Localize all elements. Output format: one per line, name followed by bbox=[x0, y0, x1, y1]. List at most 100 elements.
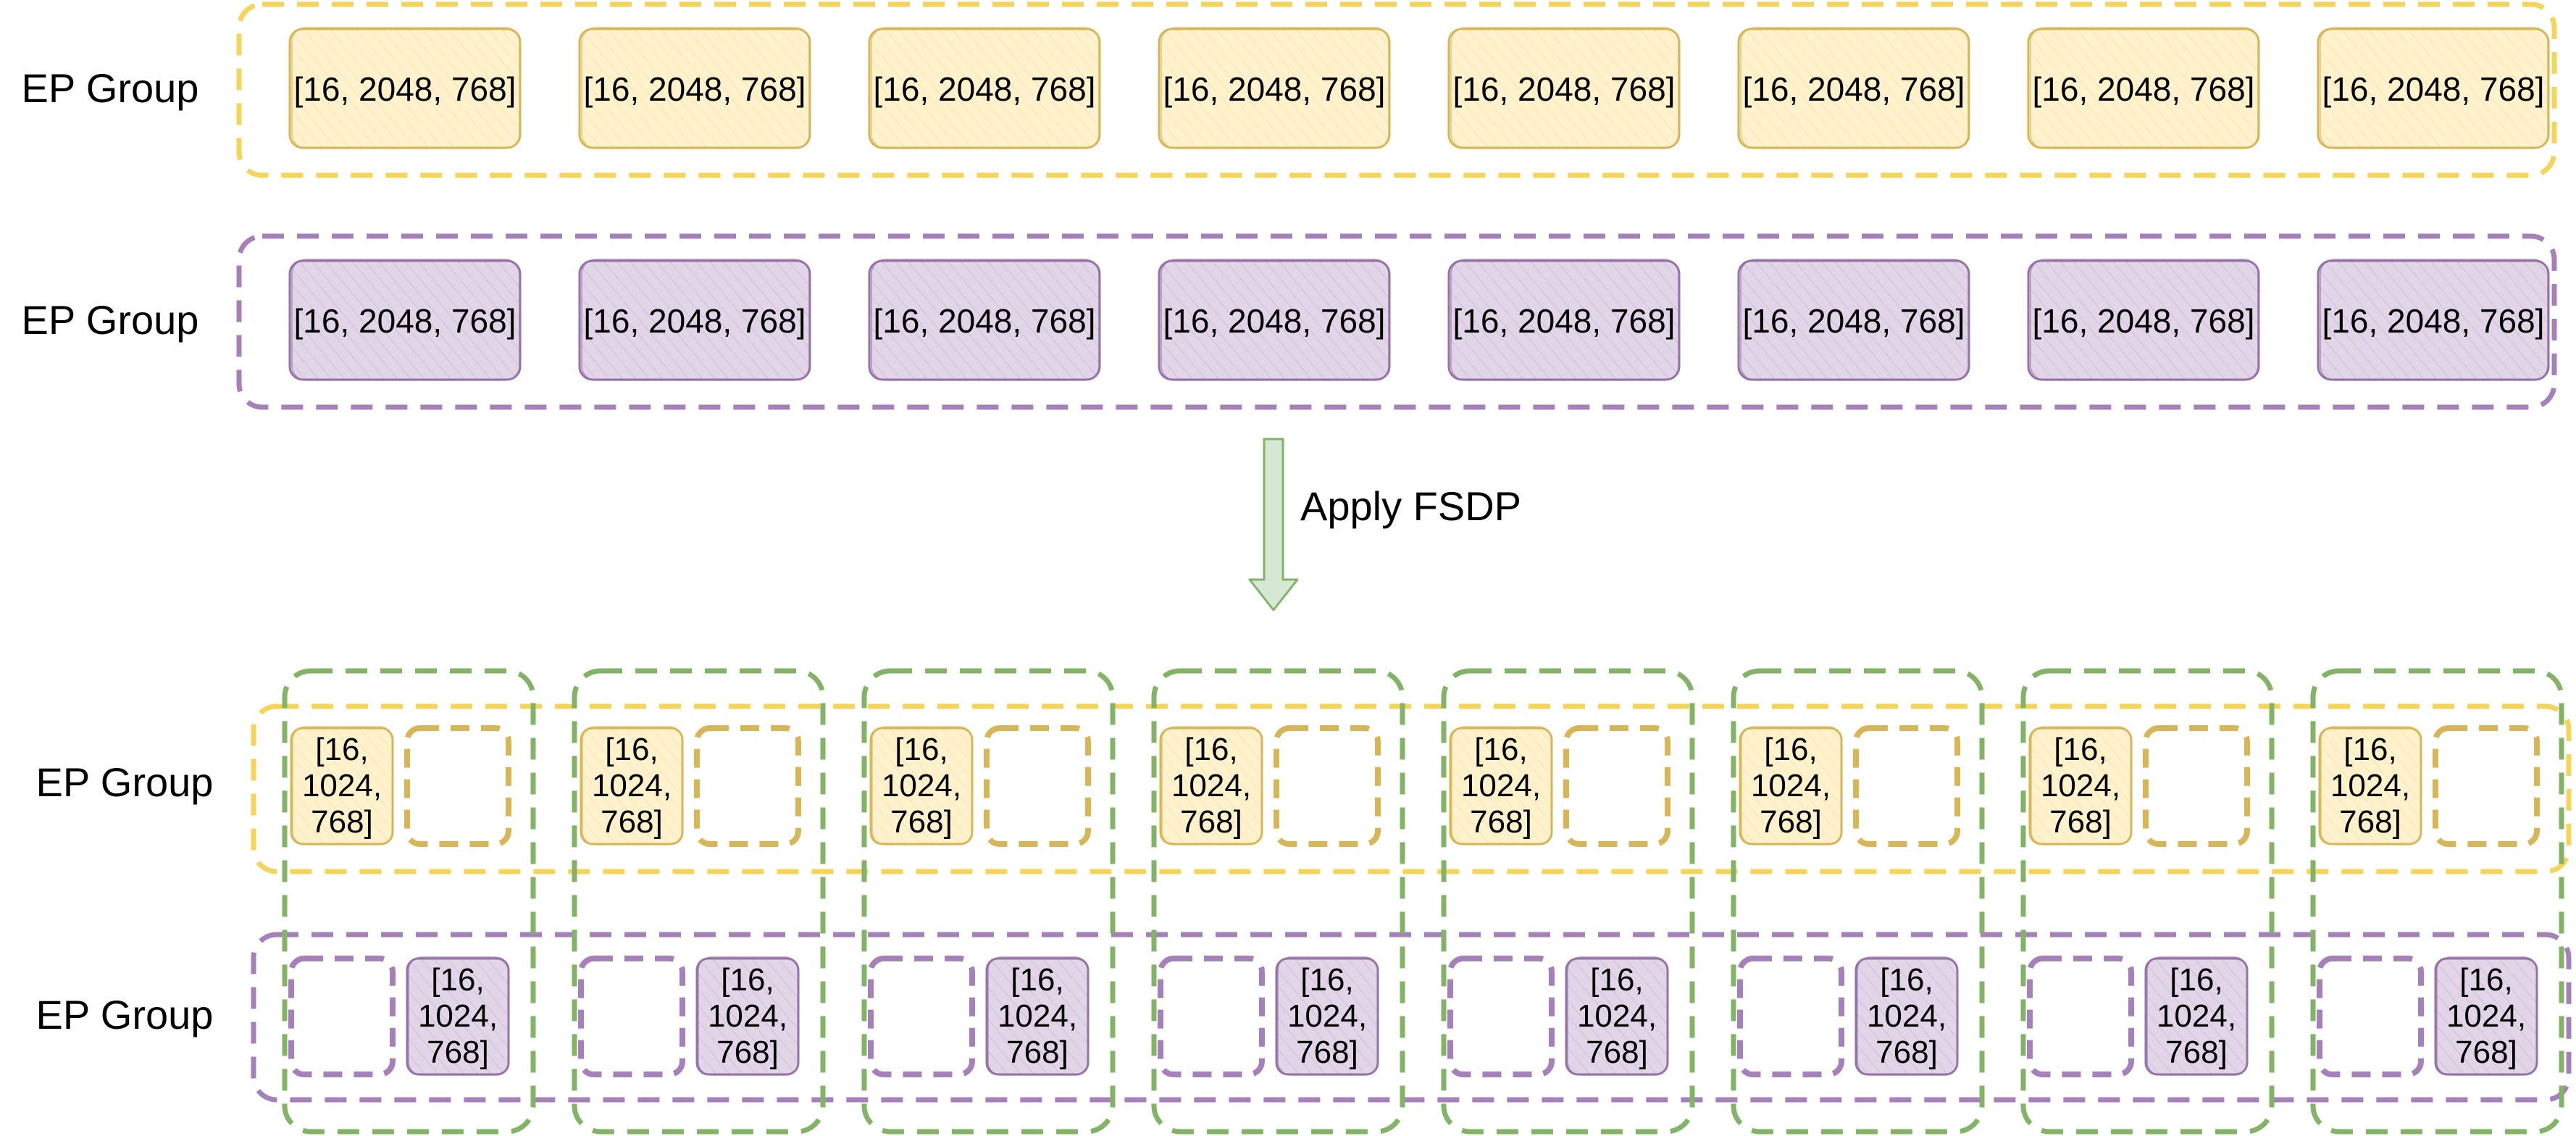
bottom-ep-group-yellow bbox=[251, 703, 2572, 874]
expert-weight-block: [16, 2048, 768] bbox=[2317, 259, 2550, 381]
expert-weight-block: [16, 2048, 768] bbox=[578, 27, 811, 149]
weight-shard-label-line: 768] bbox=[2165, 1035, 2228, 1070]
weight-shard-label-line: [16, bbox=[1300, 962, 1353, 998]
expert-weight-shape-label: [16, 2048, 768] bbox=[1163, 70, 1386, 108]
empty-shard-placeholder bbox=[2433, 725, 2540, 847]
bottom-row-1-label: EP Group bbox=[36, 759, 214, 805]
expert-weight-shape-label: [16, 2048, 768] bbox=[1743, 302, 1965, 340]
weight-shard-sketch-outline bbox=[292, 726, 393, 845]
expert-weight-shape-label: [16, 2048, 768] bbox=[1453, 302, 1676, 340]
expert-weight-block-sketch-outline bbox=[2030, 259, 2259, 381]
expert-weight-shape-label: [16, 2048, 768] bbox=[874, 302, 1096, 340]
weight-shard-label-line: 768] bbox=[1875, 1035, 1938, 1070]
expert-weight-block: [16, 2048, 768] bbox=[1447, 27, 1681, 149]
expert-weight-block-sketch-outline bbox=[1161, 27, 1389, 149]
weight-shard-label-line: 768] bbox=[1586, 1035, 1648, 1070]
expert-weight-block-box bbox=[578, 28, 811, 149]
weight-shard-sketch-outline bbox=[2436, 956, 2538, 1076]
top-ep-group-purple bbox=[236, 233, 2557, 410]
weight-shard-label-line: 768] bbox=[601, 804, 663, 840]
fsdp-group bbox=[1731, 668, 1985, 1135]
expert-weight-block-sketch-outline bbox=[1450, 27, 1679, 149]
weight-shard-label-line: 1024, bbox=[1461, 768, 1541, 803]
expert-weight-block-sketch-outline bbox=[871, 27, 1100, 149]
expert-weight-block-sketch-outline bbox=[1740, 259, 1969, 381]
empty-shard-placeholder bbox=[288, 956, 396, 1077]
weight-shard-sketch-outline bbox=[2031, 726, 2132, 845]
weight-shard-sketch-outline bbox=[1277, 956, 1379, 1076]
weight-shard-sketch-outline bbox=[1857, 956, 1958, 1076]
weight-shard-label-line: [16, bbox=[2459, 962, 2512, 998]
expert-weight-block-box bbox=[288, 28, 522, 149]
weight-shard-block: [16,1024,768] bbox=[695, 956, 800, 1076]
bottom-row-2-label: EP Group bbox=[36, 992, 214, 1037]
weight-shard-block: [16,1024,768] bbox=[2318, 726, 2422, 845]
weight-shard-label-line: [16, bbox=[315, 732, 368, 767]
weight-shard-label-line: 1024, bbox=[418, 998, 498, 1034]
empty-shard-placeholder bbox=[984, 725, 1091, 847]
weight-shard-label-line: 768] bbox=[427, 1035, 489, 1070]
expert-weight-block: [16, 2048, 768] bbox=[288, 27, 522, 149]
expert-weight-shape-label: [16, 2048, 768] bbox=[2033, 302, 2255, 340]
expert-weight-shape-label: [16, 2048, 768] bbox=[2322, 302, 2545, 340]
expert-weight-shape-label: [16, 2048, 768] bbox=[1163, 302, 1386, 340]
weight-shard-label-line: 1024, bbox=[998, 998, 1077, 1034]
weight-shard-sketch-outline bbox=[1741, 726, 1842, 845]
weight-shard-block: [16,1024,768] bbox=[1449, 726, 1553, 845]
apply-fsdp-arrow bbox=[1248, 438, 1299, 611]
empty-shard-placeholder bbox=[1274, 725, 1381, 847]
fsdp-group bbox=[1441, 668, 1695, 1135]
expert-weight-block: [16, 2048, 768] bbox=[1447, 259, 1681, 381]
empty-shard-placeholder bbox=[2027, 956, 2134, 1077]
weight-shard-block: [16,1024,768] bbox=[985, 956, 1090, 1076]
expert-weight-shape-label: [16, 2048, 768] bbox=[584, 302, 806, 340]
weight-shard-label-line: [16, bbox=[2170, 962, 2222, 998]
weight-shard-block: [16,1024,768] bbox=[290, 726, 394, 845]
weight-shard-label-line: [16, bbox=[1474, 732, 1527, 767]
expert-weight-block: [16, 2048, 768] bbox=[2027, 27, 2260, 149]
fsdp-group bbox=[282, 668, 536, 1135]
expert-weight-block-box bbox=[1447, 28, 1681, 149]
fsdp-group bbox=[2020, 668, 2275, 1135]
weight-shard-label-line: 1024, bbox=[2330, 768, 2410, 803]
weight-shard-label-line: [16, bbox=[1184, 732, 1237, 767]
weight-shard-sketch-outline bbox=[582, 726, 683, 845]
expert-weight-block: [16, 2048, 768] bbox=[868, 27, 1101, 149]
weight-shard-block: [16,1024,768] bbox=[1275, 956, 1379, 1076]
expert-weight-block-box bbox=[2027, 259, 2260, 381]
weight-shard-label-line: 768] bbox=[2339, 804, 2401, 840]
weight-shard-block: [16,1024,768] bbox=[406, 956, 510, 1076]
apply-fsdp-label: Apply FSDP bbox=[1300, 483, 1521, 529]
expert-weight-block-sketch-outline bbox=[291, 27, 520, 149]
expert-weight-block-box bbox=[288, 259, 522, 381]
weight-shard-label-line: 1024, bbox=[592, 768, 672, 803]
weight-shard-label-line: 1024, bbox=[708, 998, 787, 1034]
weight-shard-label-line: [16, bbox=[431, 962, 484, 998]
expert-weight-block-sketch-outline bbox=[871, 259, 1100, 381]
weight-shard-block: [16,1024,768] bbox=[869, 726, 974, 845]
expert-weight-shape-label: [16, 2048, 768] bbox=[2322, 70, 2545, 108]
expert-weight-block-sketch-outline bbox=[1450, 259, 1679, 381]
weight-shard-block: [16,1024,768] bbox=[1159, 726, 1263, 845]
empty-shard-placeholder bbox=[694, 725, 801, 847]
top-row-2-label: EP Group bbox=[22, 297, 199, 343]
expert-weight-block-sketch-outline bbox=[581, 259, 810, 381]
weight-shard-label-line: 768] bbox=[1006, 1035, 1069, 1070]
expert-weight-block-sketch-outline bbox=[2320, 27, 2548, 149]
weight-shard-label-line: 768] bbox=[716, 1035, 779, 1070]
weight-shard-label-line: 768] bbox=[1760, 804, 1822, 840]
expert-weight-block-sketch-outline bbox=[581, 27, 810, 149]
weight-shard-label-line: [16, bbox=[1011, 962, 1063, 998]
weight-shard-sketch-outline bbox=[987, 956, 1089, 1076]
expert-weight-block-box bbox=[2027, 28, 2260, 149]
expert-weight-block-box bbox=[868, 28, 1101, 149]
empty-shard-placeholder bbox=[2143, 725, 2250, 847]
weight-shard-label-line: [16, bbox=[721, 962, 774, 998]
weight-shard-sketch-outline bbox=[1451, 726, 1552, 845]
weight-shard-label-line: 1024, bbox=[2157, 998, 2236, 1034]
weight-shard-block: [16,1024,768] bbox=[1739, 726, 1843, 845]
weight-shard-sketch-outline bbox=[2320, 726, 2422, 845]
weight-shard-block: [16,1024,768] bbox=[2144, 956, 2249, 1076]
expert-weight-block-box bbox=[1158, 28, 1391, 149]
